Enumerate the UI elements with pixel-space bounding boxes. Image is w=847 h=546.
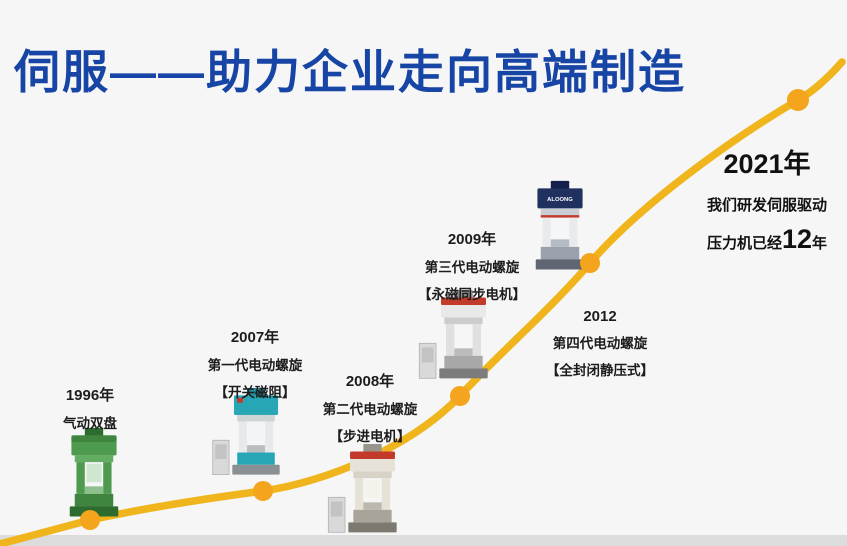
- milestone-desc-line2: 【步进电机】: [329, 429, 411, 444]
- milestone-dot-2021: [787, 89, 809, 111]
- milestone-desc-line1: 第二代电动螺旋: [322, 402, 418, 417]
- machine-illustration-2008: [325, 444, 420, 544]
- milestone-year: 2007年: [230, 329, 280, 346]
- finale-year: 2021年: [723, 149, 811, 179]
- bottom-strip: [0, 535, 847, 546]
- finale-line2-suffix: 年: [812, 235, 828, 252]
- finale-line2-prefix: 压力机已经: [706, 235, 782, 252]
- milestone-desc-line1: 第四代电动螺旋: [552, 336, 648, 351]
- milestone-year: 2008年: [345, 373, 395, 390]
- milestone-year: 2009年: [447, 231, 497, 248]
- milestone-year: 1996年: [65, 387, 115, 404]
- milestone-desc-line2: 【永磁同步电机】: [418, 287, 526, 302]
- milestone-2012: 2012 第四代电动螺旋 【全封闭静压式】: [522, 308, 678, 379]
- finale-line2: 压力机已经12年: [688, 224, 846, 255]
- milestone-1996: 1996年 气动双盘: [28, 384, 152, 432]
- finale-line2-number: 12: [781, 224, 813, 254]
- machine-brand-label: ALOONG: [547, 197, 573, 203]
- milestone-desc-line2: 【全封闭静压式】: [546, 363, 654, 378]
- page-title: 伺服——助力企业走向高端制造: [14, 46, 686, 98]
- milestone-desc-line1: 气动双盘: [63, 416, 117, 431]
- machine-illustration-1996: [48, 422, 140, 534]
- milestone-2021: 2021年 我们研发伺服驱动 压力机已经12年: [688, 142, 846, 255]
- milestone-desc-line1: 第三代电动螺旋: [424, 260, 520, 275]
- milestone-year: 2012: [583, 308, 617, 325]
- milestone-2009: 2009年 第三代电动螺旋 【永磁同步电机】: [394, 228, 550, 303]
- machine-illustration-2007: [210, 388, 302, 486]
- milestone-2008: 2008年 第二代电动螺旋 【步进电机】: [295, 370, 445, 445]
- finale-line1: 我们研发伺服驱动: [706, 197, 827, 214]
